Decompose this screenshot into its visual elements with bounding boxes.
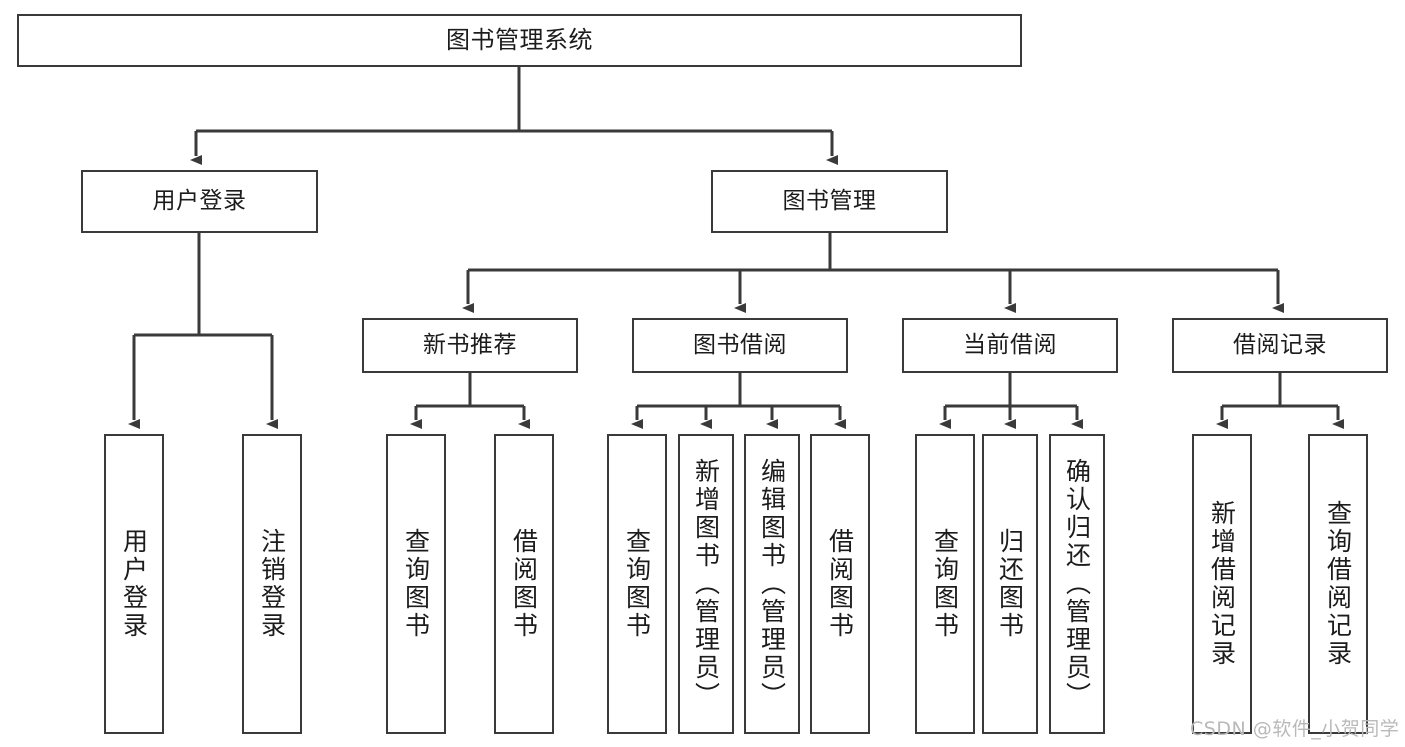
node-book-management[interactable]: 图书管理 [711,170,948,233]
node-label: 查询图书 [622,528,652,640]
leaf-book-borrow-query-books[interactable]: 查询图书 [607,434,667,734]
leaf-new-book-query-books[interactable]: 查询图书 [386,434,446,734]
node-label: 当前借阅 [963,331,1057,358]
node-borrowing-record[interactable]: 借阅记录 [1172,318,1388,373]
leaf-current-borrow-confirm-return-admin[interactable]: 确认归还（管理员） [1049,434,1105,734]
node-label: 查询借阅记录 [1323,500,1353,668]
leaf-current-borrow-return-books[interactable]: 归还图书 [982,434,1038,734]
leaf-borrow-record-add-record[interactable]: 新增借阅记录 [1192,434,1252,734]
node-label: 借阅图书 [825,528,855,640]
node-label: 用户登录 [119,528,149,640]
node-new-book-recommendation[interactable]: 新书推荐 [362,318,578,373]
leaf-user-login-sign-out[interactable]: 注销登录 [242,434,302,734]
node-label: 新书推荐 [423,331,517,358]
leaf-user-login-sign-in[interactable]: 用户登录 [104,434,164,734]
node-label: 确认归还（管理员） [1062,458,1092,710]
csdn-watermark: CSDN @软件_小贺同学 [1190,718,1400,740]
node-label: 注销登录 [257,528,287,640]
node-label: 归还图书 [995,528,1025,640]
node-label: 图书管理 [782,187,877,214]
node-label: 新增图书（管理员） [691,458,721,710]
node-label: 借阅图书 [509,528,539,640]
node-user-login[interactable]: 用户登录 [81,170,318,233]
node-label: 查询图书 [401,528,431,640]
leaf-borrow-record-query-record[interactable]: 查询借阅记录 [1308,434,1368,734]
node-label: 新增借阅记录 [1207,500,1237,668]
node-label: 编辑图书（管理员） [757,458,787,710]
node-label: 查询图书 [930,528,960,640]
leaf-book-borrow-add-book-admin[interactable]: 新增图书（管理员） [678,434,734,734]
node-book-borrowing[interactable]: 图书借阅 [632,318,848,373]
node-label: 图书借阅 [693,331,787,358]
node-root-book-management-system[interactable]: 图书管理系统 [17,14,1022,67]
node-label: 用户登录 [152,187,247,214]
node-current-borrowing[interactable]: 当前借阅 [902,318,1118,373]
node-label: 图书管理系统 [446,26,593,55]
leaf-new-book-borrow-books[interactable]: 借阅图书 [494,434,554,734]
leaf-book-borrow-borrow-books[interactable]: 借阅图书 [810,434,870,734]
leaf-current-borrow-query-books[interactable]: 查询图书 [915,434,975,734]
node-label: 借阅记录 [1233,331,1327,358]
leaf-book-borrow-edit-book-admin[interactable]: 编辑图书（管理员） [744,434,800,734]
